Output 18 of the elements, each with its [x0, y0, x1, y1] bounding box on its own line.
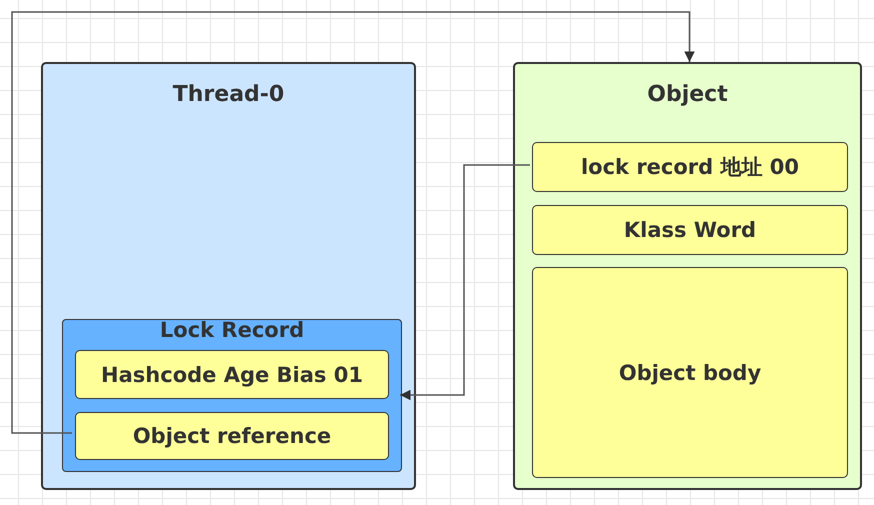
field-box	[75, 412, 389, 460]
field-box	[532, 142, 848, 192]
container-box	[41, 62, 416, 490]
field-box	[532, 205, 848, 255]
container-box	[513, 62, 862, 490]
field-label: Klass Word	[624, 218, 756, 242]
field-label: Hashcode Age Bias 01	[101, 362, 363, 386]
group-box	[62, 319, 402, 472]
field-label: lock record 地址 00	[580, 154, 800, 181]
field-label: Object reference	[132, 424, 332, 448]
field-box	[532, 267, 848, 478]
field-box	[75, 350, 389, 399]
box-heading: Thread-0	[172, 82, 284, 107]
field-label: Object body	[618, 360, 762, 384]
arrow	[400, 164, 530, 400]
arrow	[11, 11, 695, 434]
box-heading: Lock Record	[160, 318, 304, 342]
box-heading: Object	[647, 82, 728, 107]
